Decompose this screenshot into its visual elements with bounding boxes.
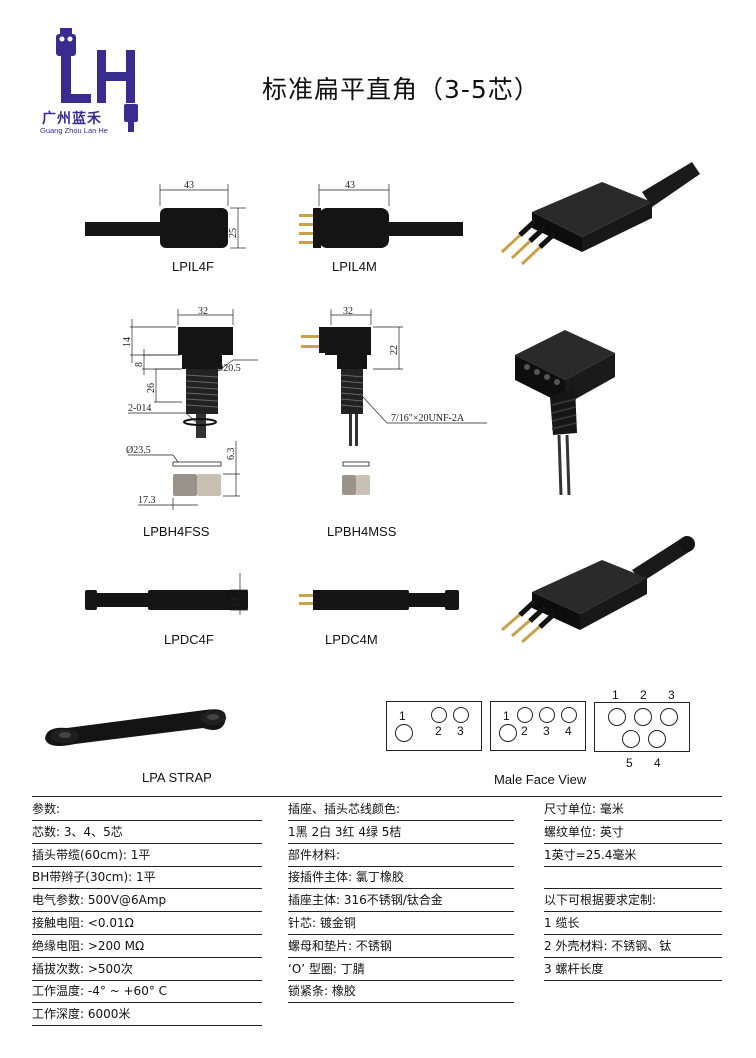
- spec-row: 1英寸=25.4毫米: [544, 844, 722, 867]
- spec-row: 接插件主体: 氯丁橡胶: [288, 866, 514, 890]
- logo-en-text: Guang Zhou Lan He: [40, 126, 108, 135]
- spec-row: 部件材料:: [288, 844, 514, 867]
- spec-row: [544, 866, 722, 890]
- spec-row: 1 缆长: [544, 912, 722, 935]
- svg-text:32: 32: [198, 306, 208, 317]
- dim-43-m: 43: [345, 180, 355, 191]
- dim-25: 25: [228, 228, 239, 238]
- svg-text:22: 22: [389, 345, 400, 355]
- svg-text:6.3: 6.3: [226, 448, 237, 461]
- spec-row: 工作温度: -4° ~ +60° C: [32, 980, 262, 1004]
- spec-row: 芯数: 3、4、5芯: [32, 821, 262, 844]
- lpbh4mss-drawing: 32 22 7/16"×20UNF-2A: [301, 306, 487, 495]
- spec-row: 工作深度: 6000米: [32, 1003, 262, 1027]
- spec-row: 以下可根据要求定制:: [544, 889, 722, 913]
- svg-text:32: 32: [343, 306, 353, 317]
- spec-row: ‘O’ 型圈: 丁腈: [288, 958, 514, 981]
- lpil4f-drawing: 43 25: [85, 180, 246, 249]
- spec-row: 插拔次数: >500次: [32, 958, 262, 981]
- lpdc4m-3d-view: [501, 536, 695, 644]
- spec-row: 2 外壳材料: 不锈钢、钛: [544, 935, 722, 958]
- page-title: 标准扁平直角（3-5芯）: [262, 75, 540, 104]
- spec-row: 绝缘电阻: >200 MΩ: [32, 935, 262, 958]
- spec-row: 插座、插头芯线颜色:: [288, 798, 514, 821]
- spec-row: 尺寸单位: 毫米: [544, 798, 722, 821]
- lpdc4m-drawing: [299, 590, 459, 610]
- label-lpil4f: LPIL4F: [172, 259, 214, 274]
- spec-row: 参数:: [32, 798, 262, 821]
- svg-text:17.3: 17.3: [138, 495, 156, 506]
- spec-row: BH带辫子(30cm): 1平: [32, 866, 262, 890]
- face-view-4pin: 1 2 3 4: [490, 701, 586, 751]
- face-view-5pin: 1 2 3 5 4: [594, 688, 690, 774]
- lpil4m-3d-view: [500, 162, 700, 266]
- label-lpdc4f: LPDC4F: [164, 632, 214, 647]
- lpa-strap-drawing: [45, 709, 226, 746]
- logo-cn-text: 广州蓝禾: [42, 111, 102, 127]
- spec-row: 1黑 2白 3红 4绿 5桔: [288, 821, 514, 844]
- dim-43-f: 43: [184, 180, 194, 191]
- label-male-face-view: Male Face View: [494, 772, 587, 787]
- label-lpbh4fss: LPBH4FSS: [143, 524, 210, 539]
- svg-text:26: 26: [146, 383, 157, 393]
- spec-row: 锁紧条: 橡胶: [288, 980, 514, 1004]
- face-view-3pin: 1 2 3: [386, 701, 482, 751]
- svg-text:Ø23.5: Ø23.5: [126, 445, 151, 456]
- spec-row: 插头带缆(60cm): 1平: [32, 844, 262, 867]
- spec-row: 3 螺杆长度: [544, 958, 722, 981]
- spec-row: 电气参数: 500V@6Amp: [32, 889, 262, 913]
- svg-text:14: 14: [122, 337, 133, 347]
- svg-text:7/16"×20UNF-2A: 7/16"×20UNF-2A: [391, 413, 465, 424]
- company-logo: 广州蓝禾 Guang Zhou Lan He: [40, 28, 150, 143]
- spec-row: 针芯: 镀金铜: [288, 912, 514, 935]
- svg-text:14: 14: [230, 597, 241, 607]
- svg-text:Ø20.5: Ø20.5: [216, 363, 241, 374]
- spec-row: 螺纹单位: 英寸: [544, 821, 722, 844]
- lpbh4fss-3d-view: [515, 330, 615, 496]
- svg-text:8: 8: [134, 362, 145, 367]
- svg-text:2-014: 2-014: [128, 403, 151, 414]
- spec-row: 插座主体: 316不锈钢/钛合金: [288, 889, 514, 913]
- spec-row: 螺母和垫片: 不锈钢: [288, 935, 514, 958]
- lpbh4fss-drawing: 32 14 8 26 Ø20.5 2-014 Ø23.5 6.3 17.3: [122, 306, 258, 510]
- lpdc4f-drawing: 14: [85, 573, 248, 615]
- spec-row: 接触电阻: <0.01Ω: [32, 912, 262, 935]
- label-lpbh4mss: LPBH4MSS: [327, 524, 397, 539]
- label-lpa-strap: LPA STRAP: [142, 770, 212, 785]
- label-lpdc4m: LPDC4M: [325, 632, 378, 647]
- label-lpil4m: LPIL4M: [332, 259, 377, 274]
- lpil4m-drawing: 43: [299, 180, 463, 248]
